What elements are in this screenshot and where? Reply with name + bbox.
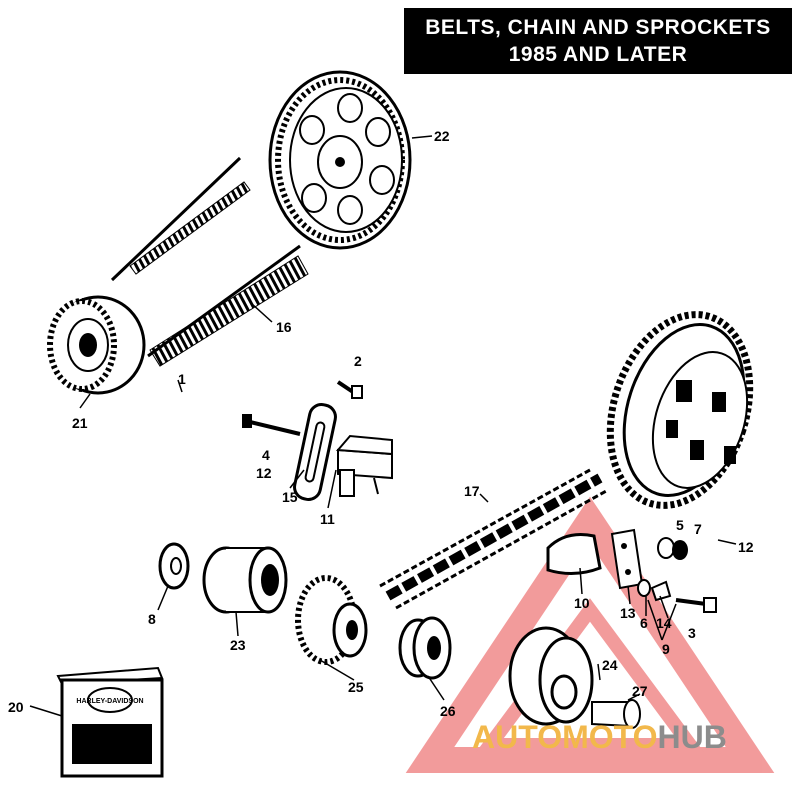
hub-23 [202,546,288,614]
washer-8 [158,542,190,590]
leader-lines [29,135,737,717]
parts-box-20: HARLEY-DAVIDSON [56,666,164,778]
callout-7: 7 [694,521,702,537]
callout-9: 9 [662,641,670,657]
callout-15: 15 [282,489,298,505]
washer-6 [637,579,672,602]
callout-23: 23 [230,637,246,653]
callout-26: 26 [440,703,456,719]
callout-22: 22 [434,128,450,144]
callout-1: 1 [178,371,186,387]
callout-21: 21 [72,415,88,431]
callout-4: 4 [262,447,270,463]
drive-belt-16 [110,156,309,367]
callout-24: 24 [602,657,618,673]
watermark-text: AUTOMOTOHUB [472,719,727,755]
rear-pulley-22 [268,70,412,250]
box-logo-text: HARLEY-DAVIDSON [76,698,143,705]
callout-27: 27 [632,683,648,699]
shoe-10 [546,533,602,575]
callout-20: 20 [8,699,24,715]
engine-sprocket-25 [295,575,368,665]
callout-12-left: 12 [256,465,272,481]
callout-11: 11 [320,511,335,527]
clutch-sprocket [606,311,754,509]
callout-25: 25 [348,679,364,695]
callout-14: 14 [656,615,672,631]
adjuster-plate-15 [242,403,337,501]
cover-24 [508,626,594,726]
watermark-part-2: HUB [657,719,726,755]
nut-5 [657,537,688,560]
callout-17: 17 [464,483,480,499]
watermark-part-1: AUTOMOTO [472,719,657,755]
spacer-26 [398,616,452,680]
callout-2: 2 [354,353,362,369]
bolt-3 [675,597,717,613]
shaft-27 [591,699,641,729]
title-line-2: 1985 AND LATER [508,43,688,66]
callout-16: 16 [276,319,292,335]
bolt-2 [336,380,363,399]
diagram-title: BELTS, CHAIN AND SPROCKETS 1985 AND LATE… [404,8,792,74]
callout-6: 6 [640,615,648,631]
bracket-11 [335,434,393,497]
callout-8: 8 [148,611,156,627]
callout-10: 10 [574,595,590,611]
front-pulley-21 [47,295,146,395]
callout-3: 3 [688,625,696,641]
callout-12-right: 12 [738,539,754,555]
primary-chain-17 [379,468,609,610]
title-line-1: BELTS, CHAIN AND SPROCKETS [425,16,771,39]
callout-5: 5 [676,517,684,533]
callout-13: 13 [620,605,636,621]
